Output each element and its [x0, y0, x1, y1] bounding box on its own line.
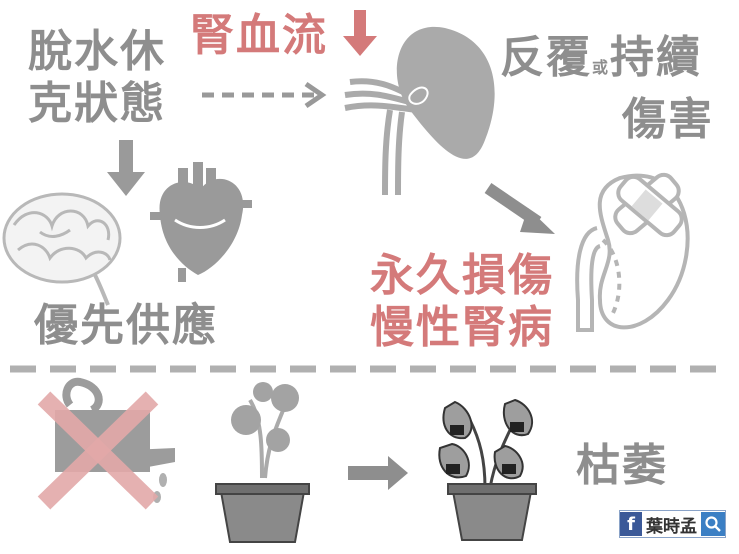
search-icon — [701, 512, 725, 536]
facebook-icon: f — [620, 512, 642, 536]
healthy-plant-icon — [215, 382, 310, 543]
author-name: 葉時孟 — [646, 516, 697, 537]
down-arrow-icon — [107, 140, 145, 196]
chronic-kidney-disease-label: 慢性腎病 — [370, 302, 554, 353]
dehydration-label: 脫水休 — [28, 26, 166, 77]
priority-supply-label: 優先供應 — [34, 300, 218, 351]
wither-label: 枯萎 — [576, 440, 668, 491]
damage-label: 傷害 — [622, 94, 714, 145]
wilted-plant-icon — [438, 398, 537, 541]
arrow-icon — [348, 456, 408, 490]
dashed-arrow-icon — [202, 81, 327, 109]
arrow-icon — [484, 183, 555, 234]
kidney-blood-flow-label: 腎血流 — [190, 10, 328, 61]
repeated-text: 反覆 — [500, 32, 592, 83]
or-text: 或 — [592, 58, 609, 77]
author-badge[interactable]: f 葉時孟 — [619, 510, 726, 538]
down-arrow-icon — [343, 10, 377, 56]
brain-icon — [2, 192, 122, 306]
permanent-damage-label: 永久損傷 — [370, 250, 554, 301]
crossed-watering-can-icon — [37, 377, 175, 510]
bandaged-kidney-icon — [575, 172, 690, 332]
dehydration-label: 克狀態 — [28, 78, 166, 129]
kidney-icon — [344, 26, 495, 196]
continuous-text: 持續 — [610, 32, 703, 83]
heart-icon — [150, 162, 252, 282]
repeated-or-continuous-label: 反覆 或 持續 — [500, 36, 702, 80]
